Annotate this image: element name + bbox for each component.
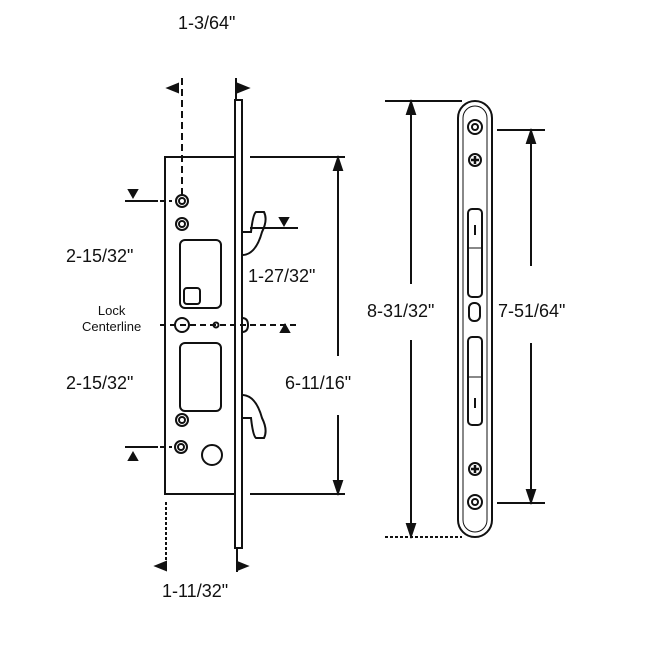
lower-spacing-dimension: 2-15/32" (66, 373, 134, 393)
lock-centerline-line2: Centerline (82, 319, 142, 334)
faceplate-length-dimension: 8-31/32" (367, 301, 435, 321)
screw-hole (175, 217, 189, 231)
lock-case-side-view (164, 99, 267, 549)
upper-spacing-dimension: 2-15/32" (66, 246, 134, 266)
round-hole (201, 444, 223, 466)
front-dimension-lines (385, 98, 545, 540)
spindle-square (183, 287, 201, 305)
cylinder-cutout-upper (179, 239, 222, 309)
backset-dimension: 1-3/64" (178, 13, 236, 33)
hook-offset-dimension: 1-27/32" (248, 266, 316, 286)
faceplate-front-view (457, 100, 493, 538)
mounting-hole-spacing-dimension: 7-51/64" (498, 301, 566, 321)
cylinder-cutout-lower (179, 342, 222, 412)
lower-hook (242, 394, 267, 439)
case-depth-dimension: 1-11/32" (162, 581, 229, 601)
latch (241, 317, 250, 333)
screw-hole (174, 440, 188, 454)
case-height-dimension: 6-11/16" (285, 373, 352, 393)
screw-hole (175, 194, 189, 208)
lock-centerline-line1: Lock (97, 303, 126, 318)
upper-hook (242, 211, 267, 256)
side-dimension-lines (125, 78, 345, 572)
lock-centerline-label: Lock Centerline (82, 303, 141, 335)
screw-hole (175, 413, 189, 427)
